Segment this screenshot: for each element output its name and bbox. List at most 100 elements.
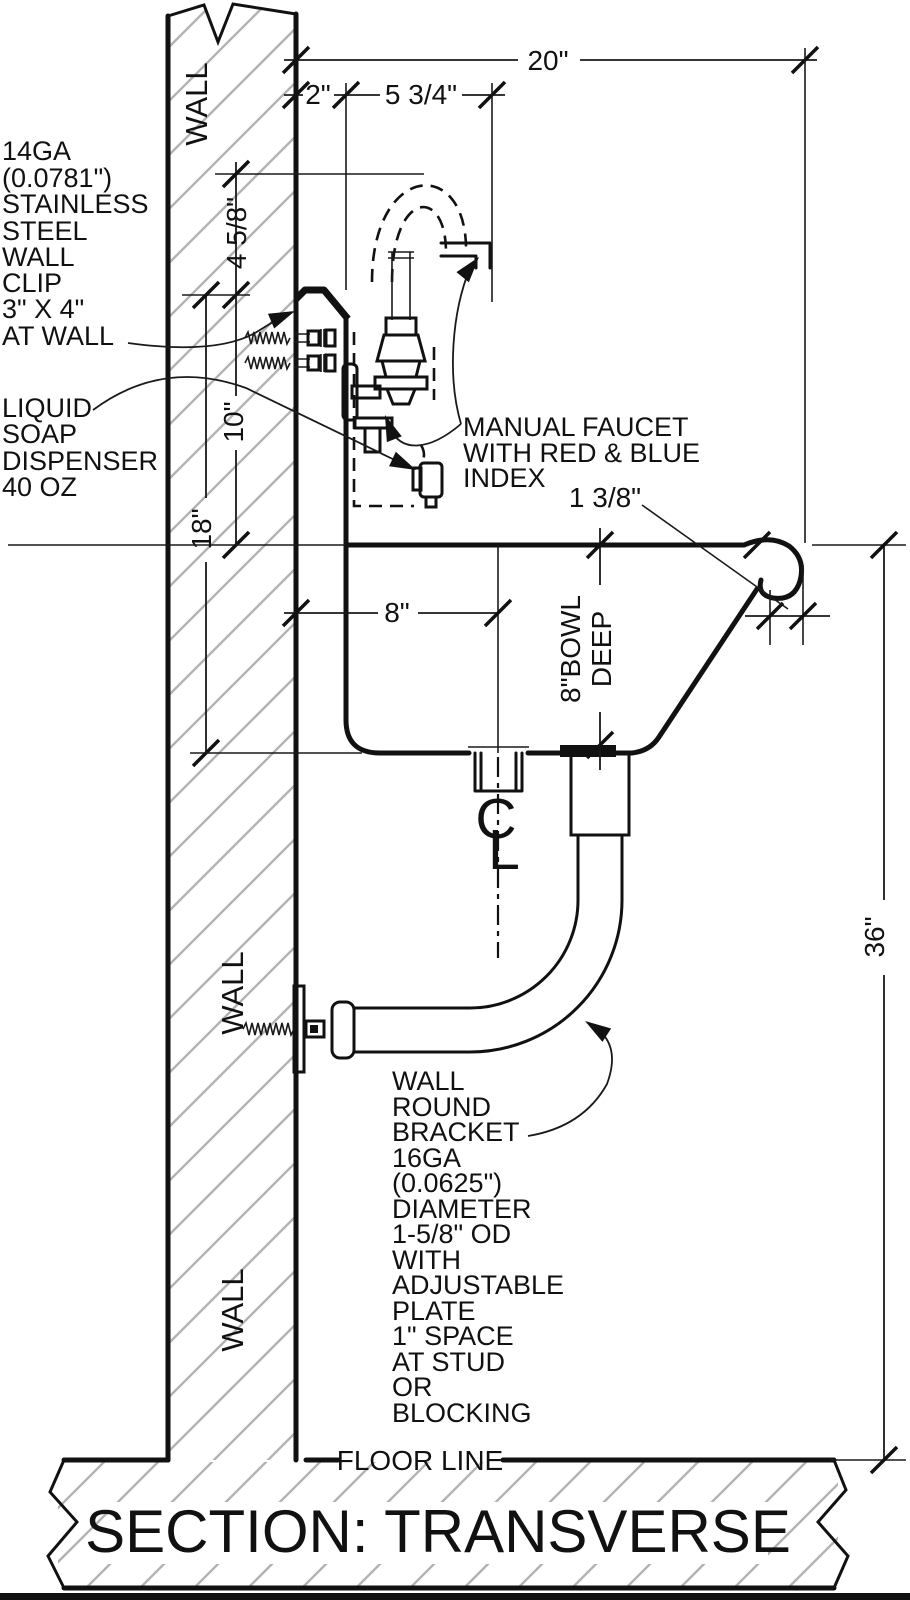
wall-break-icon <box>166 2 298 47</box>
leader-line <box>641 504 789 610</box>
note-line: 1-5/8" OD <box>392 1219 511 1249</box>
dim-label-2: 2" <box>305 79 331 110</box>
bracket-arrow-icon <box>585 1021 612 1042</box>
faucet-bell <box>375 333 427 363</box>
note-line: STEEL <box>2 216 88 246</box>
dim-label-5-3-4: 5 3/4" <box>385 79 457 110</box>
note-line: LIQUID <box>2 393 92 423</box>
note-line: CLIP <box>2 268 62 298</box>
ext-lines <box>769 565 804 645</box>
dim-clip-faucet-offsets: 2" 5 3/4" <box>281 79 507 302</box>
dim-ticks <box>869 530 899 1475</box>
note-line: DIAMETER <box>392 1194 532 1224</box>
bracket-end-cap <box>330 1000 356 1060</box>
faucet-flange <box>373 375 429 391</box>
faucet-note: MANUAL FAUCET WITH RED & BLUE INDEX <box>463 412 700 493</box>
note-line: AT STUD <box>392 1347 505 1377</box>
bracket-note: WALL ROUND BRACKET 16GA (0.0625") DIAMET… <box>392 1066 564 1428</box>
dim-label-36: 36" <box>859 916 890 957</box>
wall-labels: WALL WALL WALL <box>179 62 250 1351</box>
soap-dispenser-note: LIQUID SOAP DISPENSER 40 OZ <box>2 393 158 502</box>
ext-lines <box>345 83 493 302</box>
dim-unit-height: 18" <box>8 280 362 768</box>
drain-tailpiece <box>473 751 524 793</box>
bracket-bolt-center <box>310 1025 318 1033</box>
dim-label-8: 8" <box>384 597 410 628</box>
floor-break-right-icon <box>816 1458 850 1590</box>
wall-clip-shape <box>293 286 351 322</box>
dim-label-bowl-1: 8"BOWL <box>555 595 586 703</box>
wall-label-middle: WALL <box>215 951 250 1034</box>
deck-hidden-line <box>352 332 414 508</box>
gooseneck-outer-dashed <box>370 184 468 283</box>
faucet-body <box>380 359 422 379</box>
bowl-front-slope <box>613 586 760 756</box>
note-line: WITH RED & BLUE <box>463 438 700 468</box>
bracket-tube-inner <box>352 833 580 1010</box>
sink-profile <box>293 286 805 757</box>
screw-nut <box>306 354 321 372</box>
floor-line-label: FLOOR LINE <box>337 1445 503 1476</box>
rim-end-tick <box>742 530 772 560</box>
screw-head <box>324 328 337 348</box>
note-line: SOAP <box>2 419 77 449</box>
lag-screw-icon <box>244 353 337 373</box>
lag-screw-icon <box>244 328 337 348</box>
note-line: BLOCKING <box>392 1398 532 1428</box>
dim-overall-depth: 20" <box>281 45 820 543</box>
screw-washer <box>320 354 325 372</box>
handle-bar <box>341 362 359 422</box>
dispenser-tip <box>424 495 438 509</box>
faucet-base <box>384 387 418 406</box>
annotations: 14GA (0.0781") STAINLESS STEEL WALL CLIP… <box>2 136 700 1428</box>
gooseneck-inner-dashed <box>390 205 448 283</box>
soap-dispenser <box>411 461 444 509</box>
centerline-symbol-c: C <box>475 787 516 851</box>
dim-mount-height: 36" <box>812 530 906 1475</box>
soap-leader-line <box>92 376 402 464</box>
note-line: STAINLESS <box>2 189 149 219</box>
note-line: MANUAL FAUCET <box>463 412 689 442</box>
title-backing <box>108 1502 768 1564</box>
drain-assembly: C L <box>468 545 529 958</box>
dim-ticks <box>585 530 615 760</box>
faucet-leader-body <box>389 423 462 447</box>
note-line: WALL <box>2 242 75 272</box>
centerline-symbol-l: L <box>488 818 520 882</box>
note-line: DISPENSER <box>2 446 158 476</box>
dim-spout-height: 4 5/8" <box>215 159 424 310</box>
faucet <box>341 184 492 508</box>
dispenser-body <box>418 461 444 499</box>
note-line: BRACKET <box>392 1117 520 1147</box>
dim-label-bowl-2: DEEP <box>586 611 617 687</box>
dim-ticks <box>755 601 818 631</box>
bracket-wall-plate <box>292 984 306 1074</box>
floor-break-left-icon <box>46 1458 79 1590</box>
dim-label-18: 18" <box>186 508 217 549</box>
clip-leader-line <box>127 316 282 349</box>
dim-label-10: 10" <box>218 401 249 442</box>
faucet-leader-spout <box>452 267 471 425</box>
dim-label-4-5-8: 4 5/8" <box>221 197 252 269</box>
note-line: OR <box>392 1372 433 1402</box>
note-line: 14GA <box>2 136 71 166</box>
wall-label-top: WALL <box>179 62 214 145</box>
note-line: (0.0625") <box>392 1168 502 1198</box>
note-line: WITH <box>392 1245 461 1275</box>
clip-screws <box>244 328 337 373</box>
ext-lines <box>8 544 362 754</box>
bracket-bolt-head <box>304 1019 326 1039</box>
backsplash-and-bowl-left <box>343 316 472 756</box>
wall-label-bottom: WALL <box>215 1268 250 1351</box>
sheet-edge <box>0 1593 910 1600</box>
dim-drain-offset: 8" <box>281 597 513 628</box>
note-line: INDEX <box>463 463 546 493</box>
spout-outlet <box>439 241 492 270</box>
wall-section <box>165 2 299 1463</box>
screw-washer <box>320 329 325 347</box>
support-bracket <box>242 751 631 1074</box>
screw-head <box>324 353 337 373</box>
page-title: SECTION: TRANSVERSE <box>85 1498 791 1565</box>
